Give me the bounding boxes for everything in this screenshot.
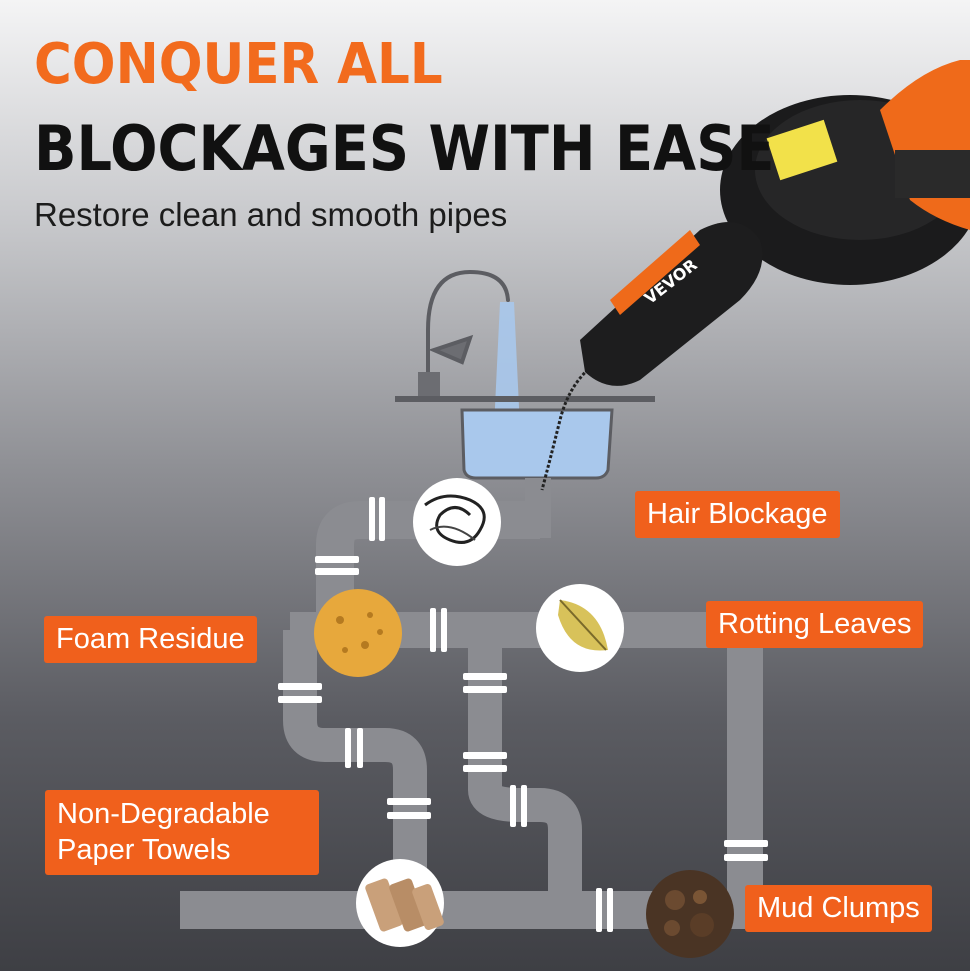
foam-residue-image [314, 589, 402, 677]
hair-blockage-image [413, 478, 501, 566]
drain-auger-product-image [580, 60, 970, 386]
sink-basin [460, 408, 614, 480]
headline-line-1: CONQUER ALL [34, 32, 443, 97]
callout-paper-towels: Non-Degradable Paper Towels [45, 790, 319, 875]
callout-foam-residue: Foam Residue [44, 616, 257, 663]
rotting-leaf-image [536, 584, 624, 672]
callout-mud-clumps: Mud Clumps [745, 885, 932, 932]
mud-clump-image [646, 870, 734, 958]
subtitle: Restore clean and smooth pipes [34, 196, 508, 233]
callout-paper-towels-line-1: Non-Degradable [57, 798, 270, 830]
drain-cable [540, 358, 601, 491]
countertop [395, 396, 655, 402]
headline-line-2: BLOCKAGES WITH EASE [34, 112, 775, 185]
callout-rotting-leaves: Rotting Leaves [706, 601, 924, 648]
callout-paper-towels-line-2: Paper Towels [57, 834, 231, 867]
pipe-joints [278, 497, 768, 932]
faucet-icon [418, 269, 510, 402]
paper-towel-rolls-image [356, 859, 444, 947]
callout-hair-blockage: Hair Blockage [635, 491, 840, 538]
